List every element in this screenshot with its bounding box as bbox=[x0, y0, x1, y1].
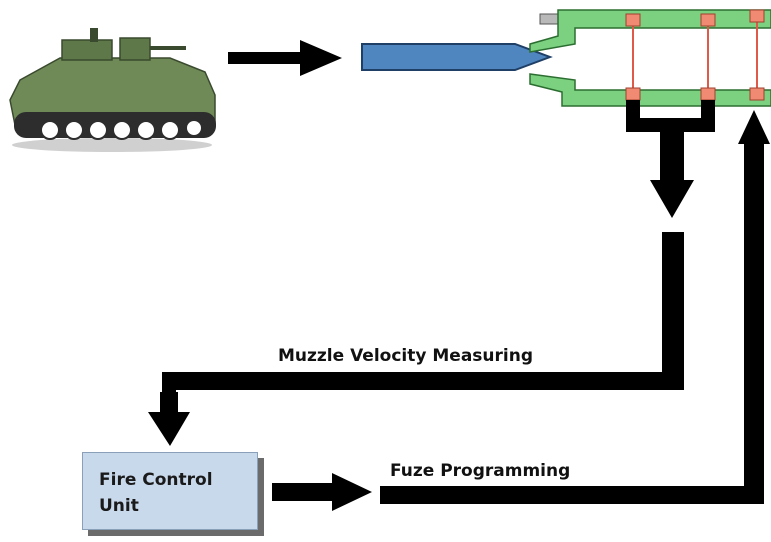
fcu-line-2: Unit bbox=[99, 496, 139, 516]
arrow-up-to-barrel bbox=[738, 110, 770, 144]
armored-vehicle-icon bbox=[9, 28, 216, 152]
arrow-down-to-fcu bbox=[148, 392, 190, 446]
fuze-programming-label: Fuze Programming bbox=[390, 461, 571, 481]
sensor-bottom-3 bbox=[749, 87, 765, 101]
sensor-connector bbox=[626, 100, 715, 132]
fire-control-unit-label: Fire Control Unit bbox=[99, 467, 213, 519]
arrow-down-from-sensors bbox=[650, 132, 694, 218]
fcu-line-1: Fire Control bbox=[99, 470, 213, 490]
sensor-bottom-1 bbox=[625, 87, 641, 101]
sensor-top-2 bbox=[700, 13, 716, 27]
arrow-fcu-right bbox=[272, 473, 372, 511]
sensor-bottom-2 bbox=[700, 87, 716, 101]
muzzle-velocity-path bbox=[162, 232, 684, 410]
fire-control-unit-box: Fire Control Unit bbox=[82, 452, 258, 530]
fuze-programming-path bbox=[380, 140, 764, 504]
sensor-top-1 bbox=[625, 13, 641, 27]
projectile-icon bbox=[361, 43, 553, 71]
arrow-to-projectile bbox=[228, 40, 342, 76]
muzzle-velocity-label: Muzzle Velocity Measuring bbox=[278, 346, 533, 366]
sensor-top-3 bbox=[749, 9, 765, 23]
gun-barrel-icon bbox=[529, 9, 771, 107]
